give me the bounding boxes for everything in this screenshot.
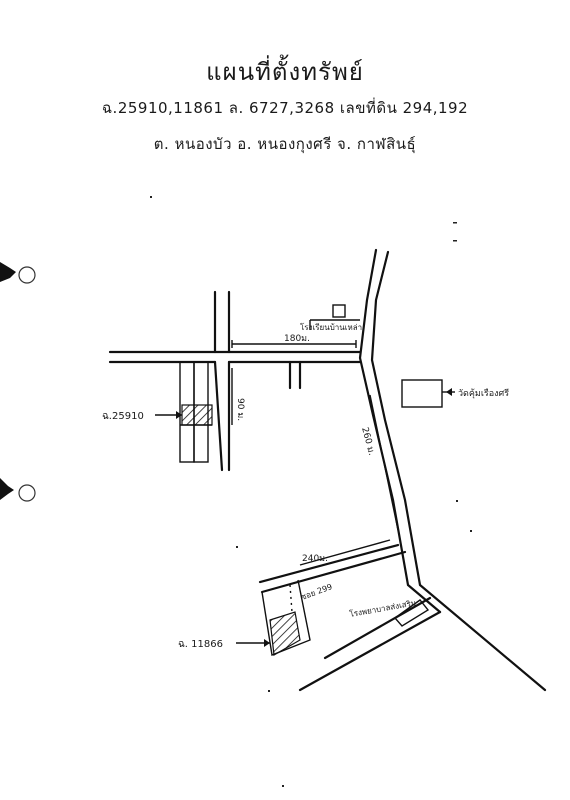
dimension-180m-label: 180ม. [284, 334, 310, 344]
left-vertical-road [213, 290, 231, 472]
deed-numbers-line: ฉ.25910,11861 ล. 6727,3268 เลขที่ดิน 294… [101, 99, 469, 117]
binder-hole-bottom [0, 478, 36, 502]
page-title: แผนที่ตั้งทรัพย์ [206, 58, 364, 86]
plot-11866-pointer: ฉ. 11866 [178, 639, 270, 650]
dimension-260m-label: 260 ม. [359, 426, 376, 456]
plot-11866-label: ฉ. 11866 [178, 639, 223, 650]
dimension-90m: 90 ม. [231, 368, 245, 425]
plot-11866-area: ซอย 299 [261, 579, 334, 656]
main-road-right [358, 248, 547, 692]
plot-25910-area [179, 361, 213, 463]
small-road-label: ซอย 299 [300, 582, 334, 602]
binder-hole-top [0, 262, 36, 284]
dimension-240m-label: 240ม. [302, 554, 328, 564]
lower-diagonal-road: 240ม. [258, 539, 407, 594]
bottom-diagonal-road [298, 596, 442, 692]
school-marker: โรงเรียนบ้านเหล่า [300, 304, 362, 332]
temple-label: วัดคุ้มเรืองศรี [458, 388, 509, 399]
plot-25910-pointer: ฉ.25910 [102, 411, 182, 422]
dimension-90m-label: 90 ม. [235, 398, 245, 421]
school-label: โรงเรียนบ้านเหล่า [300, 322, 362, 332]
hospital-label: โรงพยาบาลส่งเสริม [349, 597, 417, 619]
temple-marker: วัดคุ้มเรืองศรี [401, 379, 509, 408]
dimension-260m: 260 ม. [359, 394, 399, 531]
top-horizontal-road [108, 350, 362, 390]
scan-specks [150, 196, 472, 787]
dimension-180m: 180ม. [231, 334, 357, 348]
plot-25910-label: ฉ.25910 [102, 411, 144, 422]
location-line: ต. หนองบัว อ. หนองกุงศรี จ. กาฬสินธุ์ [153, 135, 417, 153]
